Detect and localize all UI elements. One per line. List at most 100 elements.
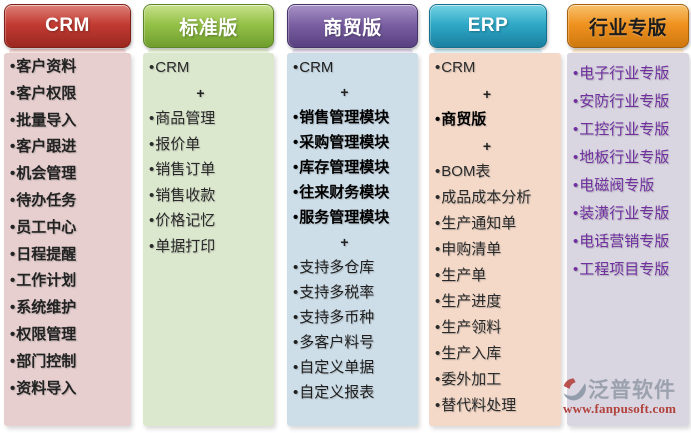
edition-header-industry[interactable]: 行业专版 [567,4,689,55]
feature-item: •客户跟进 [4,134,131,161]
plus-separator: + [196,84,205,101]
feature-item: •库存管理模块 [287,155,418,180]
feature-item: •电磁阀专版 [567,172,689,200]
edition-header-erp[interactable]: ERP [429,4,547,55]
feature-item: •日程提醒 [4,242,131,269]
feature-item-label: 工作计划 [16,272,77,290]
feature-item: •报价单 [143,132,274,158]
feature-item-label: 单据打印 [155,237,216,255]
edition-header-crm[interactable]: CRM [4,4,131,55]
feature-item-label: 销售订单 [155,161,216,178]
edition-column-crm: CRM •客户资料•客户权限•批量导入•客户跟进•机会管理•待办任务•员工中心•… [4,4,131,426]
fanpu-logo-icon [563,378,586,400]
edition-header-trade[interactable]: 商贸版 [287,4,418,55]
feature-item: •电子行业专版 [567,60,689,88]
vendor-url[interactable]: www.fanpusoft.com [563,401,677,416]
feature-item-label: 系统维护 [16,299,77,317]
vendor-watermark: 泛普软件 www.fanpusoft.com [561,374,691,417]
bullet-icon: • [293,184,299,201]
feature-item: •生产单 [429,263,561,289]
bullet-icon: • [293,334,299,351]
bullet-icon: • [573,261,579,278]
bullet-icon: • [573,177,579,194]
bullet-icon: • [435,319,441,336]
bullet-icon: • [435,215,441,232]
feature-item-label: 电子行业专版 [579,65,670,82]
feature-item: •资料导入 [4,376,131,403]
bullet-icon: • [10,325,16,343]
feature-item-label: CRM [299,59,334,76]
bullet-icon: • [293,359,299,376]
feature-item: •生产入库 [429,341,561,367]
bullet-icon: • [10,352,16,370]
edition-header-standard[interactable]: 标准版 [143,4,274,55]
bullet-icon: • [10,165,16,183]
feature-item-label: 工程项目专版 [579,261,670,278]
feature-item: •系统维护 [4,295,131,322]
feature-item-label: 电磁阀专版 [579,177,655,194]
bullet-icon: • [293,284,299,301]
feature-item-label: 批量导入 [16,111,77,129]
vendor-logo-row: 泛普软件 [561,374,691,404]
bullet-icon: • [10,84,16,102]
feature-item-label: 替代料处理 [441,397,517,414]
feature-item-label: 申购清单 [441,241,502,258]
feature-item-label: 自定义报表 [299,384,375,401]
feature-item: •电话营销专版 [567,228,689,256]
feature-item-label: 支持多仓库 [299,259,375,276]
bullet-icon: • [435,241,441,258]
feature-item-label: 电话营销专版 [579,233,670,250]
feature-item-label: 服务管理模块 [299,209,390,226]
edition-column-standard: 标准版 •CRM+•商品管理•报价单•销售订单•销售收款•价格记忆•单据打印 [143,4,274,426]
bullet-icon: • [149,135,155,153]
feature-item: •装潢行业专版 [567,200,689,228]
bullet-icon: • [573,121,579,138]
feature-item-label: 生产通知单 [441,215,517,232]
feature-item: •CRM [429,55,561,81]
feature-item-label: 权限管理 [16,325,77,343]
feature-item-label: 日程提醒 [16,245,77,263]
bullet-icon: • [435,111,441,128]
feature-item: •多客户料号 [287,330,418,355]
edition-body: •CRM+•销售管理模块•采购管理模块•库存管理模块•往来财务模块•服务管理模块… [287,53,418,426]
feature-item: •价格记忆 [143,208,274,234]
bullet-icon: • [435,345,441,362]
feature-item: •部门控制 [4,349,131,376]
feature-item-label: 部门控制 [16,352,77,370]
bullet-icon: • [435,189,441,206]
feature-item-label: 支持多税率 [299,284,375,301]
edition-body: •客户资料•客户权限•批量导入•客户跟进•机会管理•待办任务•员工中心•日程提醒… [4,53,131,426]
feature-item-label: 自定义单据 [299,359,375,376]
feature-item-label: 库存管理模块 [299,159,390,176]
bullet-icon: • [435,397,441,414]
bullet-icon: • [149,110,155,127]
plus-separator: + [482,86,492,102]
feature-item: •客户权限 [4,81,131,108]
bullet-icon: • [435,371,441,388]
feature-item-label: 采购管理模块 [299,134,390,151]
feature-item: •支持多币种 [287,305,418,330]
feature-item: •采购管理模块 [287,130,418,155]
edition-body: •CRM+•商品管理•报价单•销售订单•销售收款•价格记忆•单据打印 [143,53,274,426]
feature-item-label: 销售收款 [155,186,216,204]
feature-item-label: 生产单 [441,267,487,284]
feature-item-label: 地板行业专版 [579,149,670,166]
feature-item: •自定义单据 [287,355,418,380]
feature-item: •替代料处理 [429,393,561,419]
edition-body: •CRM+•商贸版+•BOM表•成品成本分析•生产通知单•申购清单•生产单•生产… [429,53,561,426]
feature-item: •单据打印 [143,234,274,260]
bullet-icon: • [149,186,155,204]
bullet-icon: • [435,267,441,284]
bullet-icon: • [573,233,579,250]
feature-item: •生产进度 [429,289,561,315]
bullet-icon: • [10,245,16,263]
feature-item: •商贸版 [429,107,561,133]
feature-item: •批量导入 [4,108,131,135]
bullet-icon: • [149,212,155,229]
feature-item: •安防行业专版 [567,88,689,116]
feature-item: •权限管理 [4,322,131,349]
bullet-icon: • [10,138,16,156]
feature-item-label: CRM [441,59,476,76]
vendor-brand-name: 泛普软件 [588,379,676,402]
